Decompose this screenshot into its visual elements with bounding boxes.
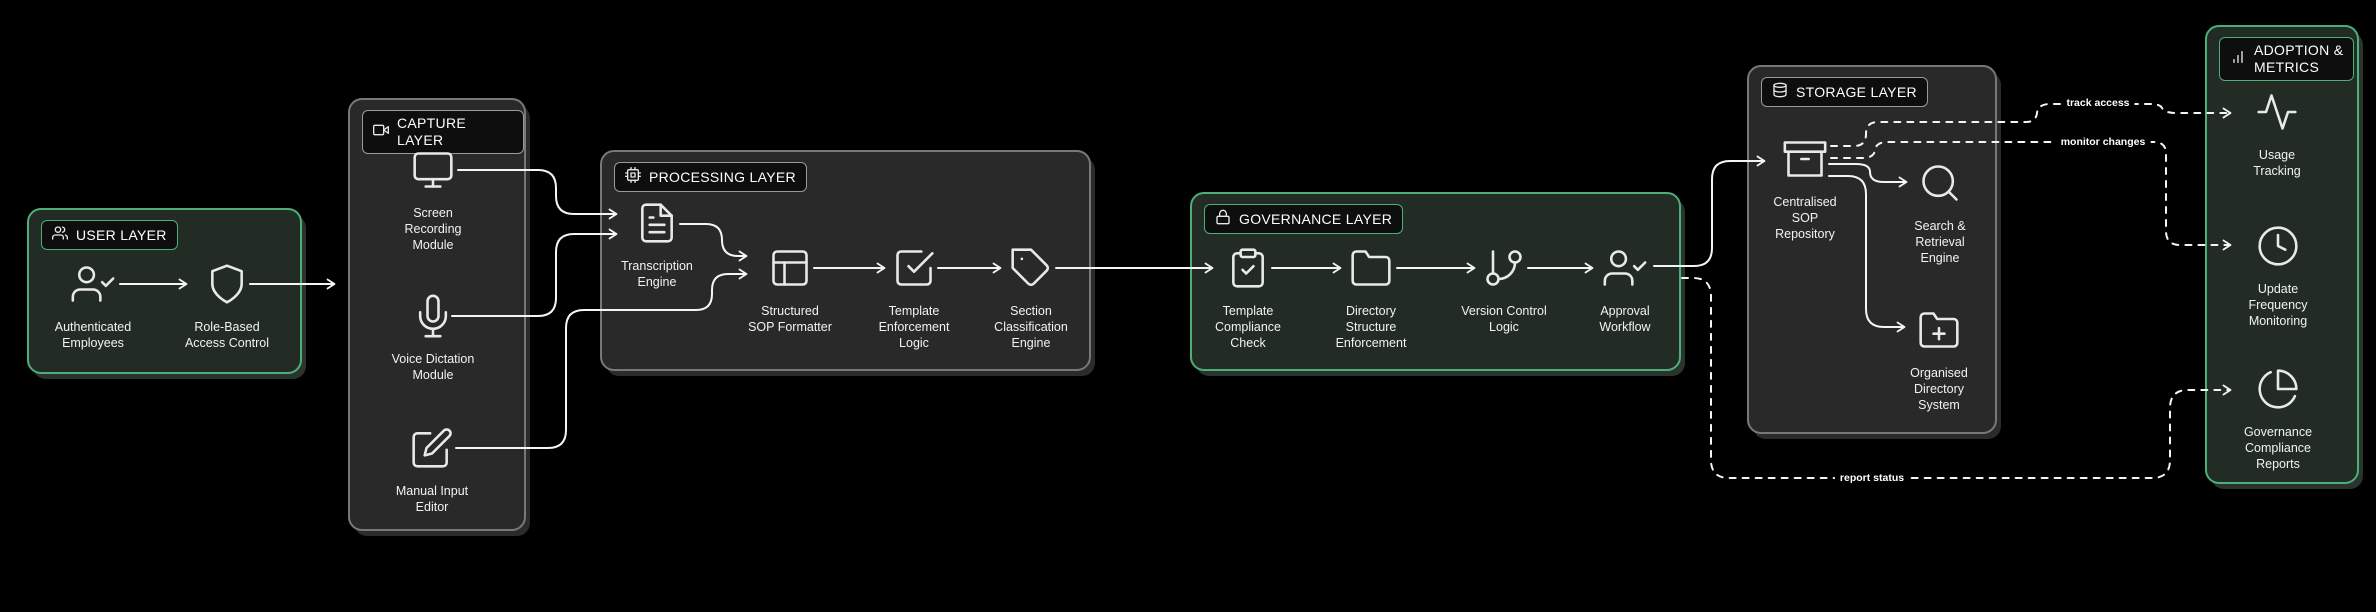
node-label: Template Compliance Check <box>1214 304 1281 350</box>
storage-layer-title: STORAGE LAYER <box>1796 83 1917 100</box>
clock-icon <box>2256 224 2300 273</box>
node-structured-sop-formatter: Structured SOP Formatter <box>735 246 845 335</box>
edge-label-report-status: report status <box>1834 472 1910 484</box>
git-branch-icon <box>1482 246 1526 295</box>
node-label: Manual Input Editor <box>395 484 469 514</box>
layout-icon <box>768 246 812 295</box>
user-check-icon <box>71 262 115 311</box>
file-text-icon <box>635 201 679 250</box>
node-update-frequency-monitoring: Update Frequency Monitoring <box>2228 224 2328 329</box>
node-organised-directory-system: Organised Directory System <box>1889 308 1989 413</box>
search-icon <box>1918 161 1962 210</box>
node-role-based-access-control: Role-Based Access Control <box>162 262 292 351</box>
bar-chart-icon <box>2230 49 2246 69</box>
node-usage-tracking: Usage Tracking <box>2232 90 2322 179</box>
node-label: Governance Compliance Reports <box>2243 425 2313 471</box>
user-layer-panel: USER LAYER <box>27 208 302 374</box>
node-label: Directory Structure Enforcement <box>1335 304 1407 350</box>
node-label: Role-Based Access Control <box>184 320 270 350</box>
node-label: Authenticated Employees <box>54 320 132 350</box>
node-label: Organised Directory System <box>1910 366 1968 412</box>
activity-pulse-icon <box>2255 90 2299 139</box>
governance-layer-header: GOVERNANCE LAYER <box>1204 204 1404 234</box>
node-directory-structure-enforcement: Directory Structure Enforcement <box>1316 246 1426 351</box>
node-manual-input-editor: Manual Input Editor <box>377 426 487 515</box>
edge-label-monitor-changes: monitor changes <box>2055 136 2151 148</box>
adoption-metrics-header: ADOPTION & METRICS <box>2219 37 2355 81</box>
node-label: Section Classification Engine <box>994 304 1068 350</box>
node-label: Structured SOP Formatter <box>748 304 832 334</box>
lock-icon <box>1215 209 1231 229</box>
archive-box-icon <box>1783 137 1827 186</box>
node-section-classification-engine: Section Classification Engine <box>981 246 1081 351</box>
node-label: Template Enforcement Logic <box>878 304 950 350</box>
node-centralised-sop-repository: Centralised SOP Repository <box>1755 137 1855 242</box>
tag-icon <box>1009 246 1053 295</box>
clipboard-check-icon <box>1226 246 1270 295</box>
microphone-icon <box>411 294 455 343</box>
node-label: Transcription Engine <box>621 259 693 289</box>
node-transcription-engine: Transcription Engine <box>602 201 712 290</box>
folder-plus-icon <box>1917 308 1961 357</box>
node-label: Search & Retrieval Engine <box>1914 219 1966 265</box>
node-authenticated-employees: Authenticated Employees <box>33 262 153 351</box>
node-label: Voice Dictation Module <box>391 352 475 382</box>
node-template-enforcement-logic: Template Enforcement Logic <box>864 246 964 351</box>
edge-label-track-access: track access <box>2061 97 2135 109</box>
node-label: Approval Workflow <box>1599 304 1651 334</box>
node-label: Screen Recording Module <box>404 206 462 252</box>
processing-layer-panel: PROCESSING LAYER <box>600 150 1091 371</box>
edit-pencil-icon <box>410 426 454 475</box>
node-search-retrieval-engine: Search & Retrieval Engine <box>1895 161 1985 266</box>
processing-layer-header: PROCESSING LAYER <box>614 162 807 192</box>
processing-layer-title: PROCESSING LAYER <box>649 168 796 185</box>
folder-icon <box>1349 246 1393 295</box>
user-layer-header: USER LAYER <box>41 220 178 250</box>
node-screen-recording-module: Screen Recording Module <box>388 148 478 253</box>
node-approval-workflow: Approval Workflow <box>1580 246 1670 335</box>
cpu-icon <box>625 167 641 187</box>
node-template-compliance-check: Template Compliance Check <box>1198 246 1298 351</box>
check-square-icon <box>892 246 936 295</box>
monitor-icon <box>411 148 455 197</box>
user-layer-title: USER LAYER <box>76 226 167 243</box>
users-icon <box>52 225 68 245</box>
shield-icon <box>205 262 249 311</box>
user-check-icon <box>1603 246 1647 295</box>
node-voice-dictation-module: Voice Dictation Module <box>378 294 488 383</box>
video-camera-icon <box>373 122 389 142</box>
database-icon <box>1772 82 1788 102</box>
node-governance-compliance-reports: Governance Compliance Reports <box>2223 367 2333 472</box>
node-label: Usage Tracking <box>2253 148 2301 178</box>
node-version-control-logic: Version Control Logic <box>1444 246 1564 335</box>
storage-layer-header: STORAGE LAYER <box>1761 77 1928 107</box>
pie-chart-icon <box>2256 367 2300 416</box>
governance-layer-title: GOVERNANCE LAYER <box>1239 210 1393 227</box>
capture-layer-title: CAPTURE LAYER <box>397 115 466 148</box>
adoption-metrics-title: ADOPTION & METRICS <box>2254 42 2344 75</box>
node-label: Version Control Logic <box>1461 304 1547 334</box>
node-label: Centralised SOP Repository <box>1773 195 1837 241</box>
node-label: Update Frequency Monitoring <box>2248 282 2308 328</box>
governance-layer-panel: GOVERNANCE LAYER <box>1190 192 1681 371</box>
